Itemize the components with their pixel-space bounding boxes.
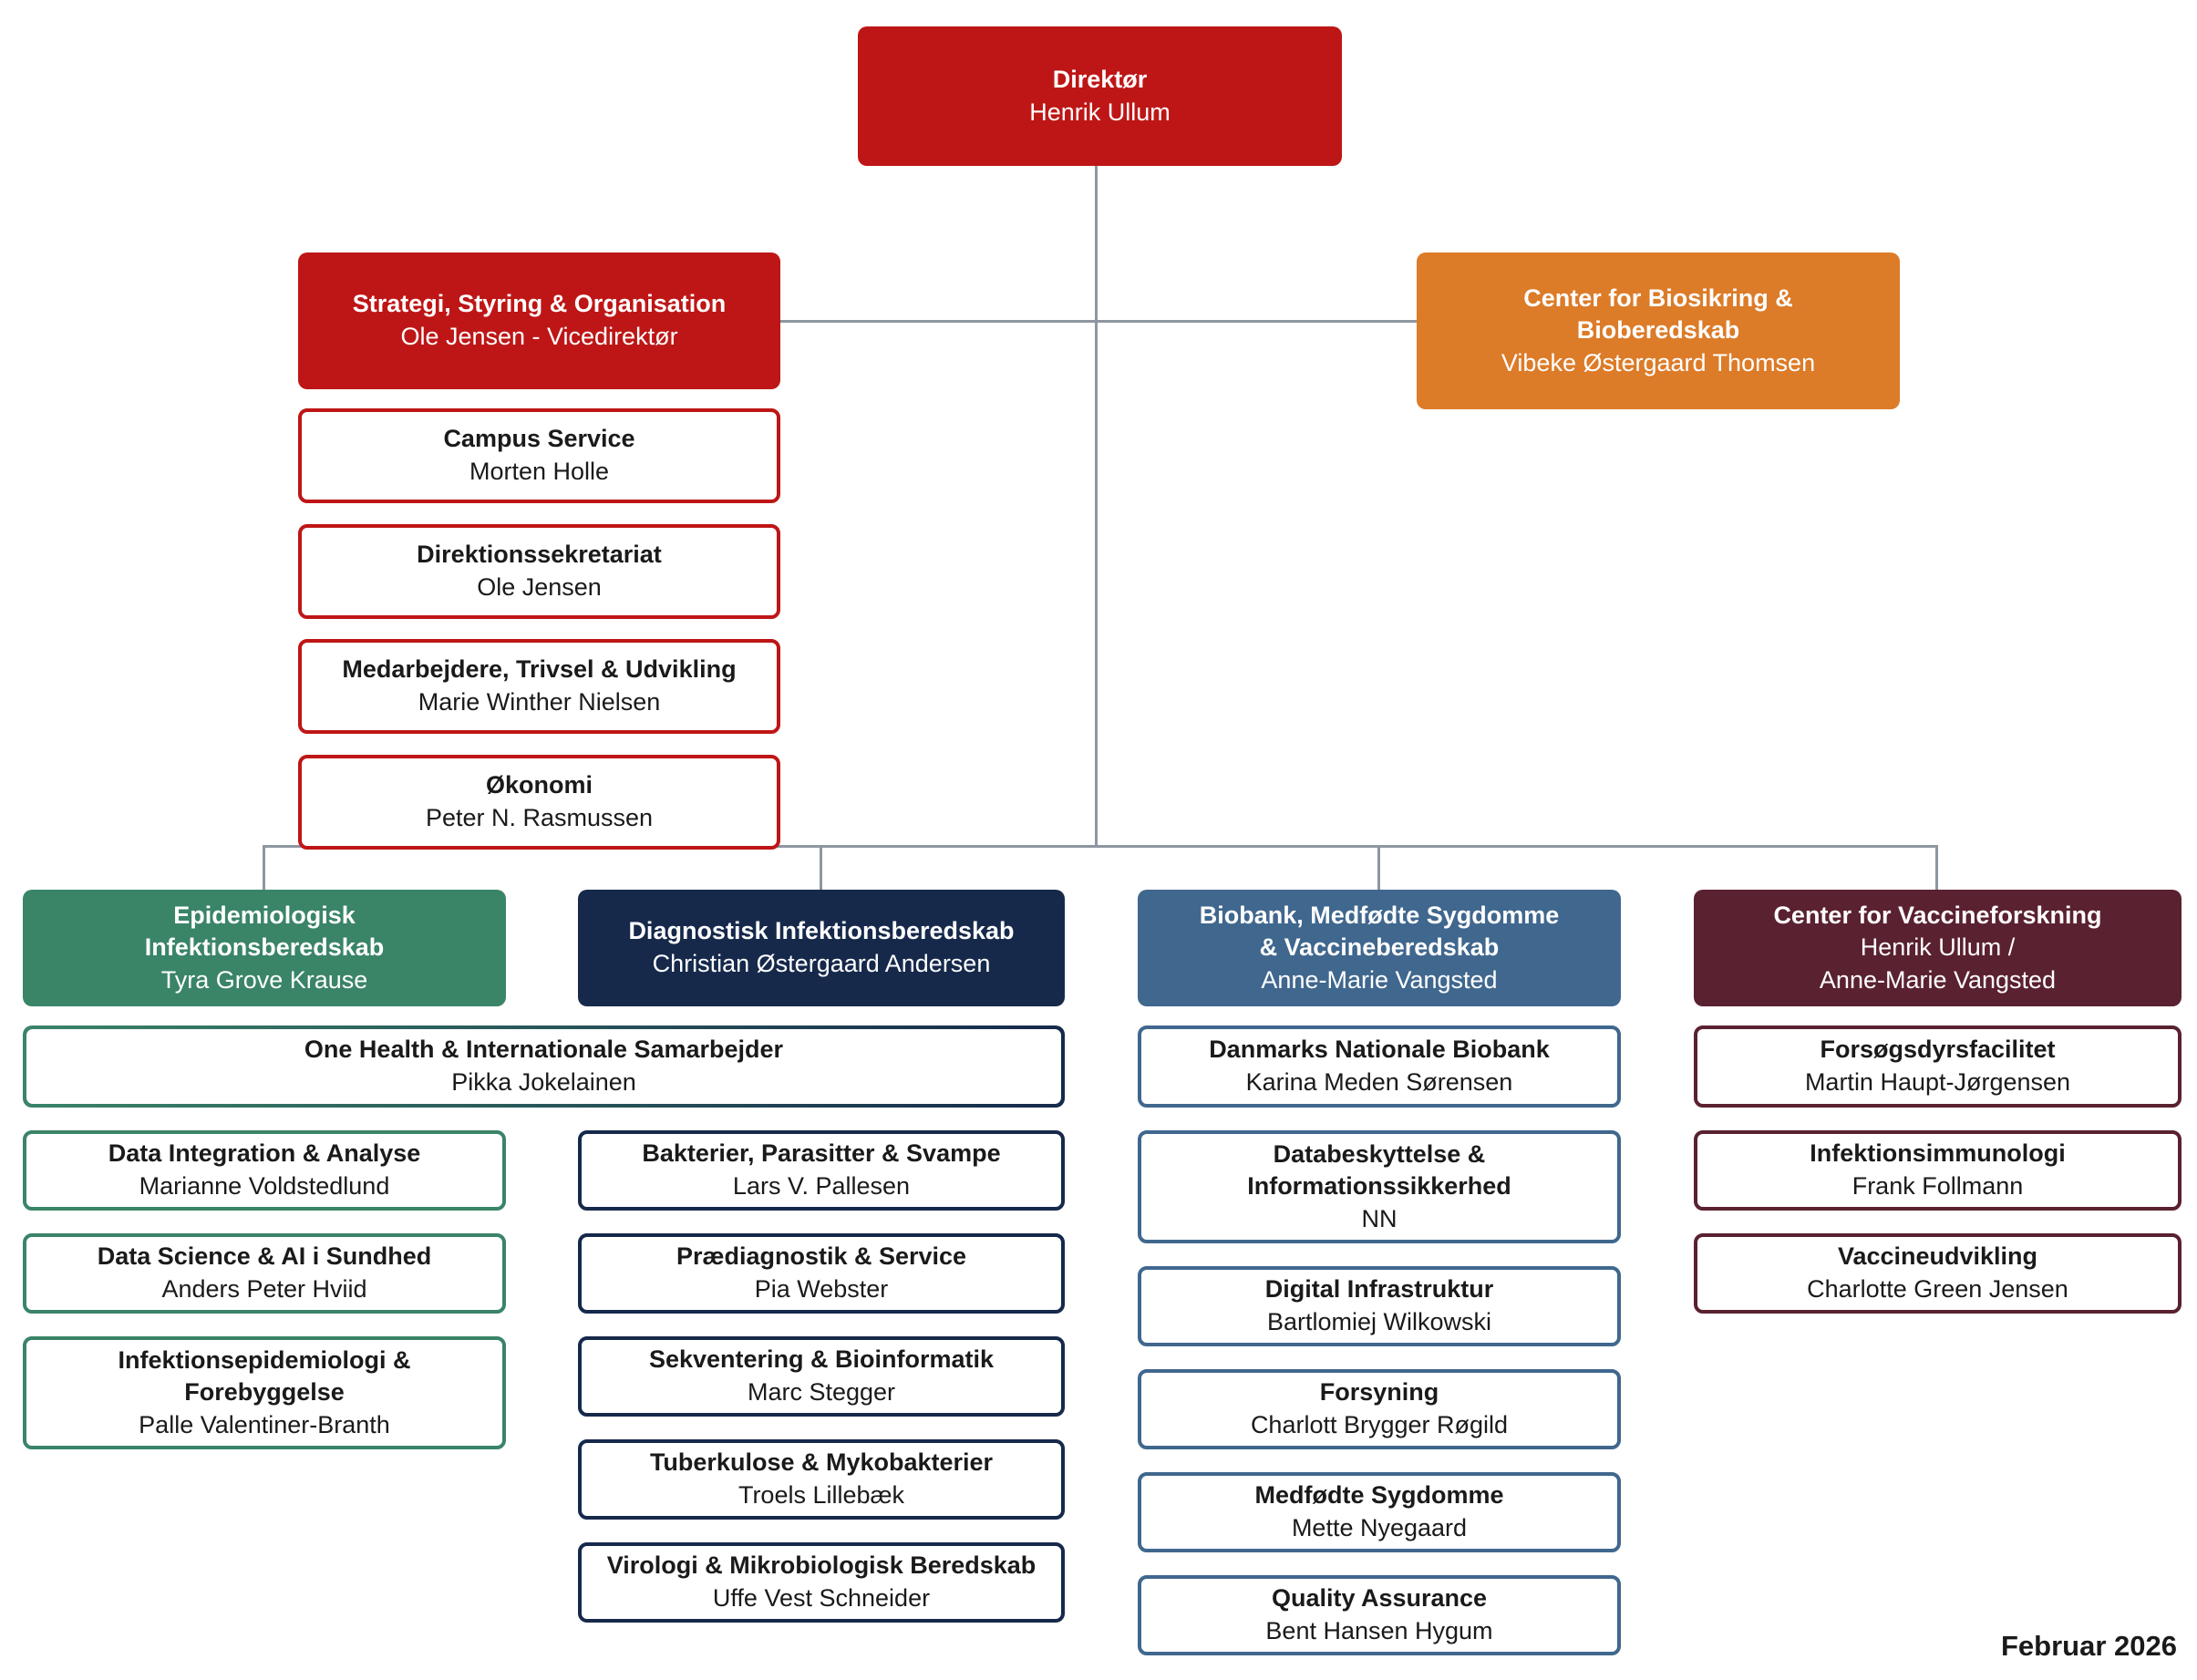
division-head-name: Henrik Ullum / Anne-Marie Vangsted (1819, 933, 2057, 994)
connector-stub-diagnostisk (820, 845, 822, 890)
connector-director-vertical (1095, 164, 1098, 847)
division-head-name: Tyra Grove Krause (160, 965, 368, 994)
date-label: Februar 2026 (2001, 1630, 2177, 1662)
division-head-name: Anne-Marie Vangsted (1261, 965, 1498, 994)
unit-name: Mette Nyegaard (1291, 1514, 1468, 1541)
unit-name: Charlotte Green Jensen (1807, 1275, 2068, 1303)
connector-stub-vaccineforskning (1935, 845, 1938, 890)
unit-title: Virologi & Mikrobiologisk Beredskab (606, 1551, 1037, 1580)
unit-name: Marc Stegger (747, 1378, 896, 1406)
unit-title: Data Science & AI i Sundhed (97, 1242, 432, 1271)
unit-name: NN (1361, 1204, 1398, 1232)
unit-name: Pia Webster (754, 1275, 889, 1303)
unit-name: Uffe Vest Schneider (712, 1584, 931, 1612)
direktionssekretariat-name: Ole Jensen (477, 573, 602, 601)
strategi-title: Strategi, Styring & Organisation (352, 290, 727, 318)
unit-forsyning: Forsyning Charlott Brygger Røgild (1138, 1369, 1621, 1449)
one-health-box: One Health & Internationale Samarbejder … (23, 1026, 1065, 1108)
strategi-name: Ole Jensen - Vicedirektør (400, 323, 678, 350)
campus-service-name: Morten Holle (469, 458, 610, 485)
unit-vaccineudvikling: Vaccineudvikling Charlotte Green Jensen (1694, 1233, 2182, 1314)
unit-name: Frank Follmann (1851, 1172, 2024, 1200)
division-title: Biobank, Medfødte Sygdomme & Vaccinebere… (1199, 901, 1560, 962)
unit-title: Forsøgsdyrsfacilitet (1820, 1036, 2056, 1064)
medarbejdere-name: Marie Winther Nielsen (418, 688, 661, 716)
division-title: Epidemiologisk Infektionsberedskab (144, 901, 385, 962)
biosikring-name: Vibeke Østergaard Thomsen (1501, 348, 1816, 376)
unit-title: Quality Assurance (1271, 1584, 1488, 1613)
unit-virologi: Virologi & Mikrobiologisk Beredskab Uffe… (578, 1542, 1065, 1623)
unit-title: Medfødte Sygdomme (1254, 1481, 1504, 1510)
unit-title: Sekventering & Bioinformatik (648, 1345, 995, 1374)
unit-title: Danmarks Nationale Biobank (1209, 1036, 1550, 1064)
director-title: Direktør (1052, 65, 1148, 93)
one-health-title: One Health & Internationale Samarbejder (304, 1036, 784, 1064)
unit-title: Prædiagnostik & Service (676, 1242, 967, 1271)
okonomi-name: Peter N. Rasmussen (425, 804, 654, 831)
okonomi-box: Økonomi Peter N. Rasmussen (298, 755, 780, 850)
unit-name: Palle Valentiner-Branth (139, 1410, 390, 1438)
unit-forsogsdyrsfacilitet: Forsøgsdyrsfacilitet Martin Haupt-Jørgen… (1694, 1026, 2182, 1108)
division-header-epidemiologisk: Epidemiologisk Infektionsberedskab Tyra … (23, 890, 506, 1006)
unit-quality-assurance: Quality Assurance Bent Hansen Hygum (1138, 1575, 1621, 1655)
division-title: Center for Vaccineforskning (1773, 901, 2102, 929)
unit-tuberkulose: Tuberkulose & Mykobakterier Troels Lille… (578, 1439, 1065, 1520)
unit-bakterier: Bakterier, Parasitter & Svampe Lars V. P… (578, 1130, 1065, 1211)
one-health-name: Pikka Jokelainen (451, 1068, 636, 1096)
unit-title: Data Integration & Analyse (108, 1139, 421, 1168)
unit-praediagnostik: Prædiagnostik & Service Pia Webster (578, 1233, 1065, 1314)
division-header-vaccineforskning: Center for Vaccineforskning Henrik Ullum… (1694, 890, 2182, 1006)
unit-name: Karina Meden Sørensen (1245, 1068, 1513, 1096)
campus-service-box: Campus Service Morten Holle (298, 408, 780, 503)
medarbejdere-title: Medarbejdere, Trivsel & Udvikling (342, 655, 737, 684)
director-name: Henrik Ullum (1029, 98, 1171, 126)
connector-stub-biobank (1377, 845, 1380, 890)
unit-title: Digital Infrastruktur (1264, 1275, 1494, 1304)
medarbejdere-box: Medarbejdere, Trivsel & Udvikling Marie … (298, 639, 780, 734)
unit-sekventering: Sekventering & Bioinformatik Marc Stegge… (578, 1336, 1065, 1417)
unit-databeskyttelse: Databeskyttelse & Informationssikkerhed … (1138, 1130, 1621, 1243)
unit-title: Infektionsepidemiologi & Forebyggelse (118, 1345, 411, 1407)
unit-biobank: Danmarks Nationale Biobank Karina Meden … (1138, 1026, 1621, 1108)
direktionssekretariat-title: Direktionssekretariat (417, 541, 662, 569)
unit-title: Databeskyttelse & Informationssikkerhed (1247, 1139, 1511, 1201)
strategi-box: Strategi, Styring & Organisation Ole Jen… (298, 253, 780, 389)
unit-name: Anders Peter Hviid (161, 1275, 367, 1303)
unit-name: Charlott Brygger Røgild (1250, 1411, 1509, 1438)
director-box: Direktør Henrik Ullum (858, 26, 1342, 166)
okonomi-title: Økonomi (485, 771, 593, 799)
unit-name: Lars V. Pallesen (732, 1172, 911, 1200)
connector-stub-epidemiologisk (263, 845, 265, 890)
unit-medfodte-sygdomme: Medfødte Sygdomme Mette Nyegaard (1138, 1472, 1621, 1552)
unit-name: Troels Lillebæk (737, 1481, 905, 1509)
unit-title: Tuberkulose & Mykobakterier (649, 1448, 994, 1477)
division-header-biobank: Biobank, Medfødte Sygdomme & Vaccinebere… (1138, 890, 1621, 1006)
unit-name: Marianne Voldstedlund (139, 1172, 390, 1200)
unit-name: Bartlomiej Wilkowski (1266, 1308, 1492, 1335)
unit-title: Bakterier, Parasitter & Svampe (642, 1139, 1001, 1168)
campus-service-title: Campus Service (443, 425, 635, 453)
division-header-diagnostisk: Diagnostisk Infektionsberedskab Christia… (578, 890, 1065, 1006)
unit-data-integration: Data Integration & Analyse Marianne Vold… (23, 1130, 506, 1211)
one-health-box-inner: One Health & Internationale Samarbejder … (26, 1029, 1061, 1104)
unit-title: Infektionsimmunologi (1810, 1139, 2066, 1168)
unit-title: Vaccineudvikling (1837, 1242, 2038, 1271)
biosikring-title: Center for Biosikring & Bioberedskab (1523, 283, 1793, 345)
unit-infektionsepidemiologi: Infektionsepidemiologi & Forebyggelse Pa… (23, 1336, 506, 1449)
unit-data-science: Data Science & AI i Sundhed Anders Peter… (23, 1233, 506, 1314)
unit-name: Bent Hansen Hygum (1265, 1617, 1493, 1644)
connector-level2-horizontal (780, 320, 1417, 323)
biosikring-box: Center for Biosikring & Bioberedskab Vib… (1417, 253, 1900, 409)
direktionssekretariat-box: Direktionssekretariat Ole Jensen (298, 524, 780, 619)
division-head-name: Christian Østergaard Andersen (652, 950, 991, 977)
division-title: Diagnostisk Infektionsberedskab (628, 917, 1015, 945)
unit-name: Martin Haupt-Jørgensen (1804, 1068, 2071, 1096)
unit-infektionsimmunologi: Infektionsimmunologi Frank Follmann (1694, 1130, 2182, 1211)
connector-divisions-horizontal (263, 845, 1938, 848)
unit-title: Forsyning (1319, 1378, 1439, 1407)
unit-digital-infrastruktur: Digital Infrastruktur Bartlomiej Wilkows… (1138, 1266, 1621, 1346)
